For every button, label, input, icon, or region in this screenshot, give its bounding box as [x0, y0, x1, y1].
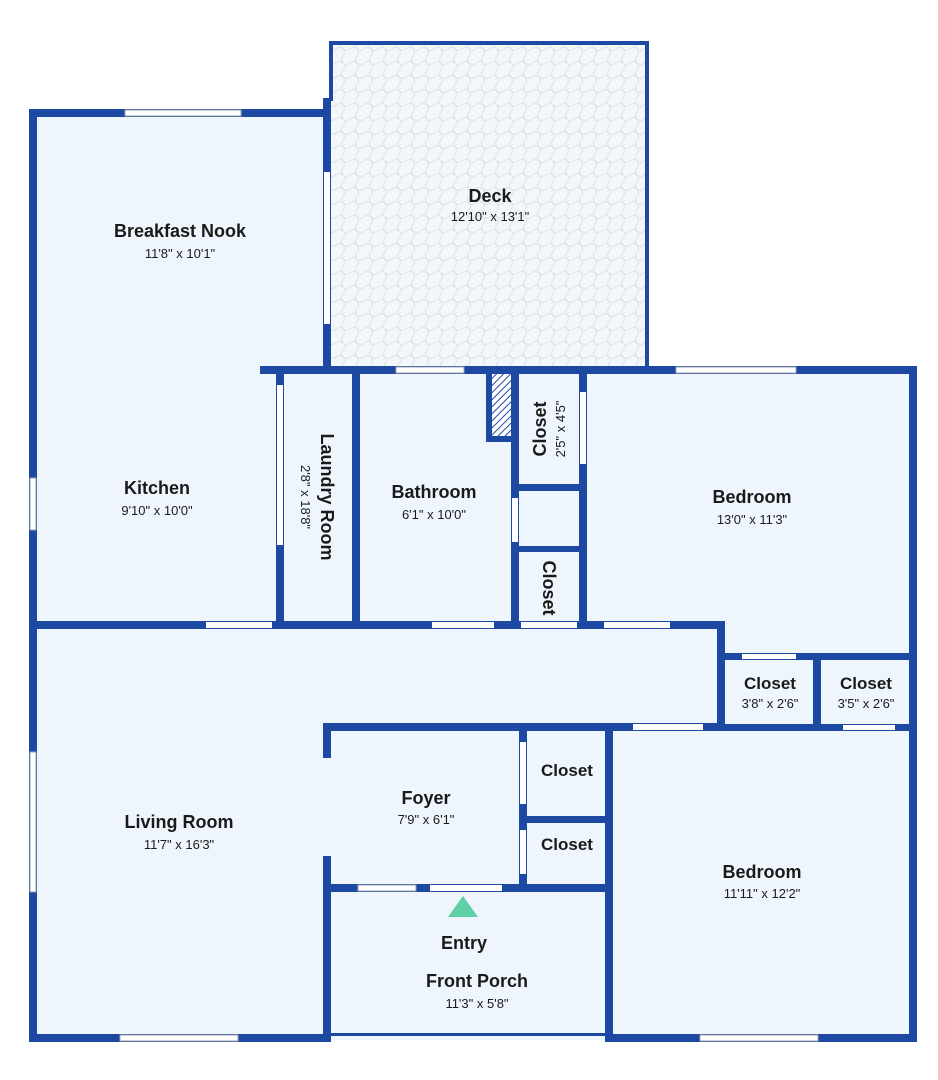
foyer-floor	[327, 727, 523, 888]
door-bedroom-1	[604, 622, 670, 628]
closet-b1-floor	[721, 659, 817, 727]
front-porch-name: Front Porch	[426, 971, 528, 991]
window-left-kitchen	[29, 477, 37, 531]
window-bottom-bedroom-2	[699, 1034, 819, 1042]
breakfast-nook-name: Breakfast Nook	[114, 221, 247, 241]
door-closet-bedroom	[580, 392, 586, 464]
closet-bath-name: Closet	[530, 401, 550, 456]
kitchen-dims: 9'10" x 10'0"	[121, 503, 193, 518]
closet-b2-dims: 3'5" x 2'6"	[838, 696, 895, 711]
wall-laundry-bath	[352, 366, 360, 629]
deck-rail-top	[331, 41, 648, 45]
front-porch-dims: 11'3" x 5'8"	[445, 996, 508, 1011]
deck-rail-right	[645, 41, 649, 368]
wall-closet-b-mid	[813, 653, 821, 731]
breakfast-nook-dims: 11'8" x 10'1"	[145, 246, 216, 261]
wall-chimney-bottom	[486, 436, 516, 442]
porch-rail-bottom	[331, 1033, 605, 1036]
openings	[29, 109, 895, 1042]
wall-bedroom-2-left	[605, 723, 613, 1042]
wall-closet-divide-2	[515, 546, 583, 552]
wall-exterior-left	[29, 109, 37, 1042]
bedroom-2-dims: 11'11" x 12'2"	[724, 886, 801, 901]
foyer-dims: 7'9" x 6'1"	[398, 812, 455, 827]
door-closet-b2	[843, 725, 895, 730]
closet-foyer-1-name: Closet	[541, 761, 593, 780]
bedroom-1-floor	[583, 372, 913, 659]
deck-floor	[331, 43, 647, 368]
wall-closet-divide-1	[515, 484, 583, 491]
wall-closet-b-left	[717, 621, 725, 731]
door-bedroom-2	[633, 724, 703, 730]
bedroom-2-name: Bedroom	[722, 862, 801, 882]
closet-b1-dims: 3'8" x 2'6"	[742, 696, 799, 711]
closet-hall-name: Closet	[539, 560, 559, 615]
bedroom-2-floor	[609, 727, 913, 1036]
wall-foyer-closets	[519, 727, 527, 892]
room-floors	[33, 43, 913, 1040]
closet-b2-floor	[817, 659, 913, 727]
entry-marker-icon	[448, 896, 478, 917]
wall-chimney-left	[486, 372, 492, 442]
closet-hall-label: Closet	[539, 560, 559, 615]
door-entry	[430, 885, 502, 891]
room-labels: Deck 12'10" x 13'1" Breakfast Nook 11'8"…	[114, 186, 895, 1011]
door-bath-closet	[512, 498, 518, 542]
chimney-hatch	[490, 374, 512, 438]
closet-bath-dims: 2'5" x 4'5"	[553, 400, 568, 457]
wall-middle-horizontal	[29, 621, 725, 629]
door-closet-b1	[742, 654, 796, 659]
kitchen-name: Kitchen	[124, 478, 190, 498]
laundry-room-floor	[282, 372, 356, 625]
door-closet-hall	[521, 622, 577, 628]
closet-foyer-2-name: Closet	[541, 835, 593, 854]
wall-closet-bedroom	[579, 372, 587, 629]
closet-bath-label: Closet 2'5" x 4'5"	[530, 400, 568, 457]
window-bottom-living	[119, 1034, 239, 1042]
bathroom-name: Bathroom	[392, 482, 477, 502]
living-room-dims: 11'7" x 16'3"	[144, 837, 215, 852]
window-bath-top	[395, 366, 465, 374]
closet-bath-floor	[515, 372, 583, 488]
deck-rail-left	[329, 41, 333, 101]
deck-name: Deck	[468, 186, 512, 206]
laundry-room-name: Laundry Room	[317, 433, 337, 560]
closet-b1-name: Closet	[744, 674, 796, 693]
bathroom-dims: 6'1" x 10'0"	[402, 507, 466, 522]
foyer-name: Foyer	[401, 788, 450, 808]
door-closet-foyer-2	[520, 830, 526, 874]
door-bathroom	[432, 622, 494, 628]
wall-foyer-left-upper	[323, 723, 331, 758]
door-kitchen	[206, 622, 272, 628]
closet-hall-floor	[515, 488, 583, 625]
living-room-name: Living Room	[125, 812, 234, 832]
laundry-room-label: Laundry Room 2'8" x 18'8"	[298, 433, 337, 560]
door-closet-foyer-1	[520, 742, 526, 804]
porch-wall-left	[323, 884, 331, 1042]
wall-exterior-top-right	[260, 366, 917, 374]
wall-foyer-left-lower	[323, 856, 331, 892]
door-kitchen-laundry	[277, 385, 283, 545]
window-foyer	[357, 884, 417, 892]
window-left-living	[29, 751, 37, 893]
wall-foyer-closets-mid	[523, 816, 613, 823]
closet-foyer-floor	[523, 727, 609, 888]
window-nook-top	[124, 109, 242, 117]
deck-dims: 12'10" x 13'1"	[451, 209, 530, 224]
bedroom-1-dims: 13'0" x 11'3"	[717, 512, 788, 527]
window-bedroom-1-top	[675, 366, 797, 374]
bedroom-1-name: Bedroom	[712, 487, 791, 507]
door-nook-deck	[324, 172, 330, 324]
laundry-room-dims: 2'8" x 18'8"	[298, 465, 313, 529]
entry-label: Entry	[441, 933, 487, 953]
wall-exterior-right	[909, 366, 917, 1042]
wall-closet-b-bottom	[717, 724, 917, 731]
closet-b2-name: Closet	[840, 674, 892, 693]
